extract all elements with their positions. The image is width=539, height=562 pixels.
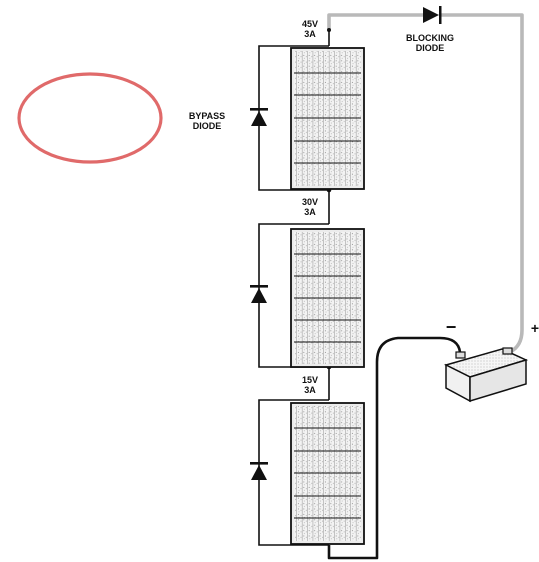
negative-wire xyxy=(327,336,462,560)
top-voltage-label: 45V xyxy=(302,19,318,29)
annotation-ellipse xyxy=(17,72,163,164)
solar-panel-bottom xyxy=(258,399,365,546)
positive-wire xyxy=(327,13,524,354)
mid-current-label: 3A xyxy=(304,207,316,217)
blocking-diode-label-line2: DIODE xyxy=(416,43,445,53)
solar-panel-middle xyxy=(258,223,365,368)
top-current-label: 3A xyxy=(304,29,316,39)
low-current-label: 3A xyxy=(304,385,316,395)
battery-negative-label: − xyxy=(446,317,457,337)
bypass-diode-label-line1: BYPASS xyxy=(189,111,225,121)
blocking-diode-label-line1: BLOCKING xyxy=(406,33,454,43)
blocking-diode-icon xyxy=(423,6,442,24)
junction-dot xyxy=(327,28,331,32)
battery-positive-label: + xyxy=(531,320,539,336)
battery-icon xyxy=(443,347,529,403)
bypass-diode-middle-icon xyxy=(250,285,268,303)
bypass-diode-label-line2: DIODE xyxy=(193,121,222,131)
low-voltage-label: 15V xyxy=(302,375,318,385)
bypass-diode-top-icon xyxy=(250,108,268,126)
bypass-diode-bottom-icon xyxy=(250,462,268,480)
mid-voltage-label: 30V xyxy=(302,197,318,207)
solar-panel-top xyxy=(258,45,365,191)
